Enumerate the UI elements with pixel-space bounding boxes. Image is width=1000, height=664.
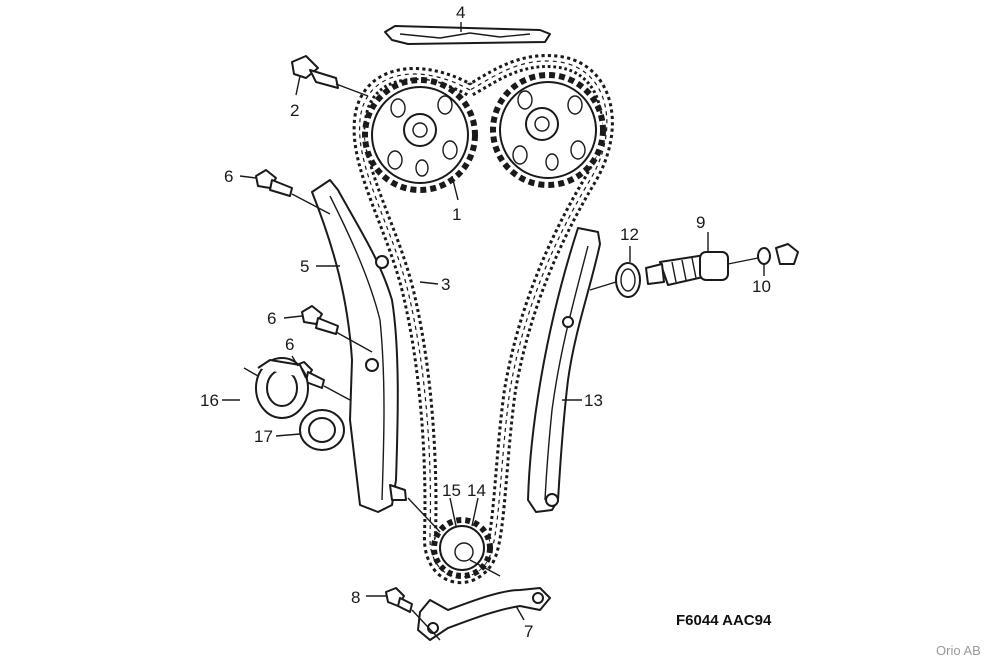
callout-13: 13: [584, 391, 603, 410]
callout-2: 2: [290, 101, 299, 120]
leader-lines: [222, 22, 765, 641]
callout-labels: 4 2 1 3 6 5 6 6 16 17 9 12 10 13 15 14 8…: [200, 3, 771, 641]
callout-1: 1: [452, 205, 461, 224]
bolt-2: [291, 55, 339, 89]
camshaft-sprocket-left: [362, 77, 478, 193]
callout-4: 4: [456, 3, 465, 22]
callout-5: 5: [300, 257, 309, 276]
callout-12: 12: [620, 225, 639, 244]
callout-3: 3: [441, 275, 450, 294]
oil-seal: [255, 357, 309, 419]
callout-10: 10: [752, 277, 771, 296]
chain-tensioner: [645, 251, 729, 286]
callout-16: 16: [200, 391, 219, 410]
callout-9: 9: [696, 213, 705, 232]
callout-14: 14: [467, 481, 486, 500]
sealing-washer: [615, 262, 641, 298]
crankshaft-sprocket: [431, 517, 493, 579]
callout-6-bottom: 6: [285, 335, 294, 354]
callout-6-middle: 6: [267, 309, 276, 328]
callout-8: 8: [351, 588, 360, 607]
bolt-6-top: [255, 169, 293, 197]
callout-6-top: 6: [224, 167, 233, 186]
fixed-chain-guide: [527, 227, 601, 513]
lower-bracket: [417, 587, 551, 641]
callout-15: 15: [442, 481, 461, 500]
figure-code: F6044 AAC94: [676, 612, 772, 629]
spacer-ring: [299, 409, 345, 451]
upper-chain-guide: [384, 25, 551, 45]
callout-17: 17: [254, 427, 273, 446]
credit-text: Orio AB: [936, 643, 981, 658]
callout-7: 7: [524, 622, 533, 641]
bolt-8: [385, 587, 413, 613]
plug-and-washer: [757, 243, 799, 265]
camshaft-sprocket-right: [490, 72, 606, 188]
tensioner-rail: [311, 179, 407, 513]
bolt-6-middle: [301, 305, 339, 335]
